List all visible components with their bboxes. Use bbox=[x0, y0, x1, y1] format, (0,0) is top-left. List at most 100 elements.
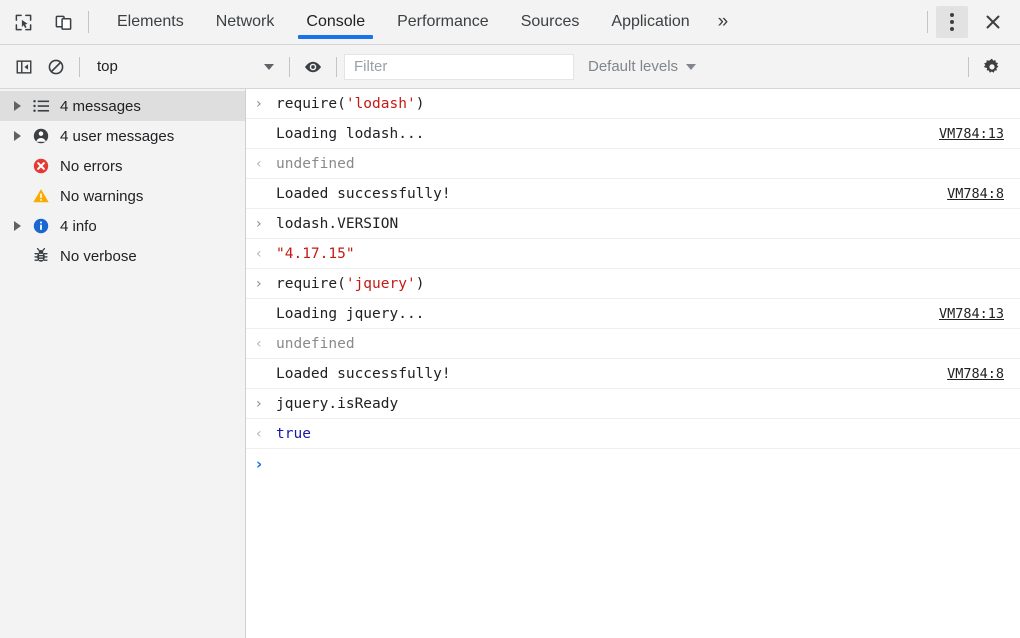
clear-console-glyph bbox=[48, 59, 64, 74]
console-row-text: require('lodash') bbox=[276, 96, 1004, 112]
tab-performance[interactable]: Performance bbox=[381, 0, 505, 44]
console-text-segment: 'lodash' bbox=[345, 95, 416, 112]
toolbar-divider-4 bbox=[968, 56, 969, 77]
error-icon bbox=[26, 157, 56, 175]
console-text-segment: require( bbox=[276, 275, 346, 292]
tab-console[interactable]: Console bbox=[290, 0, 381, 44]
source-link[interactable]: VM784:13 bbox=[938, 305, 1004, 322]
tabbar-divider bbox=[88, 11, 89, 33]
sidebar-item-warnings[interactable]: No warnings bbox=[0, 181, 245, 211]
source-link[interactable]: VM784:8 bbox=[947, 365, 1004, 382]
console-row-text: undefined bbox=[276, 336, 1004, 352]
console-prompt-row[interactable]: › bbox=[246, 449, 1020, 479]
console-text-segment: Loaded successfully! bbox=[276, 185, 451, 202]
console-row: ‹"4.17.15" bbox=[246, 239, 1020, 269]
sidebar-item-verbose-label: No verbose bbox=[60, 247, 137, 265]
clear-console-icon[interactable] bbox=[40, 53, 72, 81]
console-toolbar: top Filter Default levels bbox=[0, 45, 1020, 89]
sidebar-item-user-messages-label: 4 user messages bbox=[60, 127, 175, 145]
sidebar-item-user-messages[interactable]: 4 user messages bbox=[0, 121, 245, 151]
console-body: 4 messages 4 user messages bbox=[0, 89, 1020, 638]
sidebar-item-messages[interactable]: 4 messages bbox=[0, 91, 245, 121]
tab-application[interactable]: Application bbox=[595, 0, 705, 44]
device-toolbar-icon[interactable] bbox=[46, 7, 80, 37]
toolbar-divider-3 bbox=[336, 56, 337, 77]
tab-sources-label: Sources bbox=[520, 13, 580, 30]
kebab-dot-3 bbox=[950, 27, 954, 31]
list-icon bbox=[26, 99, 56, 113]
console-message-list[interactable]: ›require('lodash')Loading lodash...VM784… bbox=[246, 89, 1020, 638]
sidebar-item-errors[interactable]: No errors bbox=[0, 151, 245, 181]
sidebar-item-verbose[interactable]: No verbose bbox=[0, 241, 245, 271]
warning-glyph bbox=[33, 189, 49, 203]
inspect-element-glyph bbox=[15, 14, 31, 30]
console-row-text: lodash.VERSION bbox=[276, 216, 1004, 232]
more-options-icon[interactable] bbox=[936, 6, 968, 38]
tab-console-label: Console bbox=[306, 13, 366, 30]
tab-elements[interactable]: Elements bbox=[101, 0, 200, 44]
toolbar-divider-2 bbox=[289, 56, 290, 77]
execution-context-selector[interactable]: top bbox=[87, 54, 282, 80]
console-row: › lodash.VERSION bbox=[246, 209, 1020, 239]
tab-sources[interactable]: Sources bbox=[505, 0, 596, 44]
console-text-segment: require( bbox=[276, 95, 346, 112]
error-glyph bbox=[33, 158, 49, 174]
chevron-right-glyph bbox=[13, 101, 21, 111]
console-row: Loaded successfully! VM784:8 bbox=[246, 359, 1020, 389]
console-text-segment: Loaded successfully! bbox=[276, 365, 451, 382]
console-row-text: Loading lodash... bbox=[276, 126, 927, 142]
tab-application-label: Application bbox=[611, 13, 690, 30]
chevron-right-icon[interactable] bbox=[8, 131, 26, 141]
device-toolbar-glyph bbox=[55, 15, 71, 30]
warning-icon bbox=[26, 187, 56, 205]
input-arrow-icon: › bbox=[256, 395, 262, 412]
console-text-segment: Loading lodash... bbox=[276, 125, 425, 142]
console-row: Loading jquery... VM784:13 bbox=[246, 299, 1020, 329]
filter-input[interactable]: Filter bbox=[344, 53, 574, 80]
input-arrow-icon: › bbox=[256, 215, 262, 232]
source-link[interactable]: VM784:8 bbox=[947, 185, 1004, 202]
console-row-text: "4.17.15" bbox=[276, 246, 1004, 262]
chevron-right-icon[interactable] bbox=[8, 101, 26, 111]
more-tabs-icon[interactable]: » bbox=[706, 0, 741, 44]
close-icon[interactable] bbox=[974, 5, 1012, 39]
show-console-sidebar-icon[interactable] bbox=[8, 53, 40, 81]
filter-placeholder: Filter bbox=[354, 58, 388, 75]
user-glyph bbox=[33, 128, 49, 144]
chevron-down-icon bbox=[264, 63, 274, 70]
console-row: ‹undefined bbox=[246, 149, 1020, 179]
chevron-right-glyph bbox=[13, 221, 21, 231]
console-text-segment: jquery.isReady bbox=[276, 395, 399, 412]
chevron-right-icon[interactable] bbox=[8, 221, 26, 231]
sidebar-item-messages-label: 4 messages bbox=[60, 97, 141, 115]
console-row: › jquery.isReady bbox=[246, 389, 1020, 419]
console-row-text: Loading jquery... bbox=[276, 306, 927, 322]
console-row-text: jquery.isReady bbox=[276, 396, 1004, 412]
kebab-dot-2 bbox=[950, 20, 954, 24]
list-glyph bbox=[32, 100, 49, 112]
live-expression-icon[interactable] bbox=[297, 53, 329, 81]
console-row: ‹ undefined bbox=[246, 329, 1020, 359]
console-row: ‹true bbox=[246, 419, 1020, 449]
info-glyph bbox=[33, 218, 49, 234]
tab-elements-label: Elements bbox=[117, 13, 184, 30]
console-row: Loading lodash... VM784:13 bbox=[246, 119, 1020, 149]
inspect-element-icon[interactable] bbox=[6, 7, 40, 37]
console-text-segment: undefined bbox=[276, 335, 355, 352]
log-level-selector[interactable]: Default levels bbox=[588, 58, 697, 75]
tab-network-label: Network bbox=[215, 13, 275, 30]
console-text-segment: ) bbox=[415, 275, 425, 292]
sidebar-toggle-glyph bbox=[16, 59, 32, 74]
sidebar-item-info[interactable]: 4 info bbox=[0, 211, 245, 241]
bug-glyph bbox=[34, 247, 48, 262]
console-row: ›require('lodash') bbox=[246, 89, 1020, 119]
panel-tabs: Elements Network Console Performance Sou… bbox=[101, 0, 740, 44]
source-link[interactable]: VM784:13 bbox=[938, 125, 1004, 142]
tab-network[interactable]: Network bbox=[200, 0, 291, 44]
settings-gear-icon[interactable] bbox=[976, 53, 1008, 81]
console-text-segment: 'jquery' bbox=[345, 275, 416, 292]
devtools-tabbar: Elements Network Console Performance Sou… bbox=[0, 0, 1020, 45]
console-row: ›require('jquery') bbox=[246, 269, 1020, 299]
output-arrow-icon: ‹ bbox=[256, 335, 262, 352]
output-arrow-icon: ‹ bbox=[256, 155, 262, 172]
